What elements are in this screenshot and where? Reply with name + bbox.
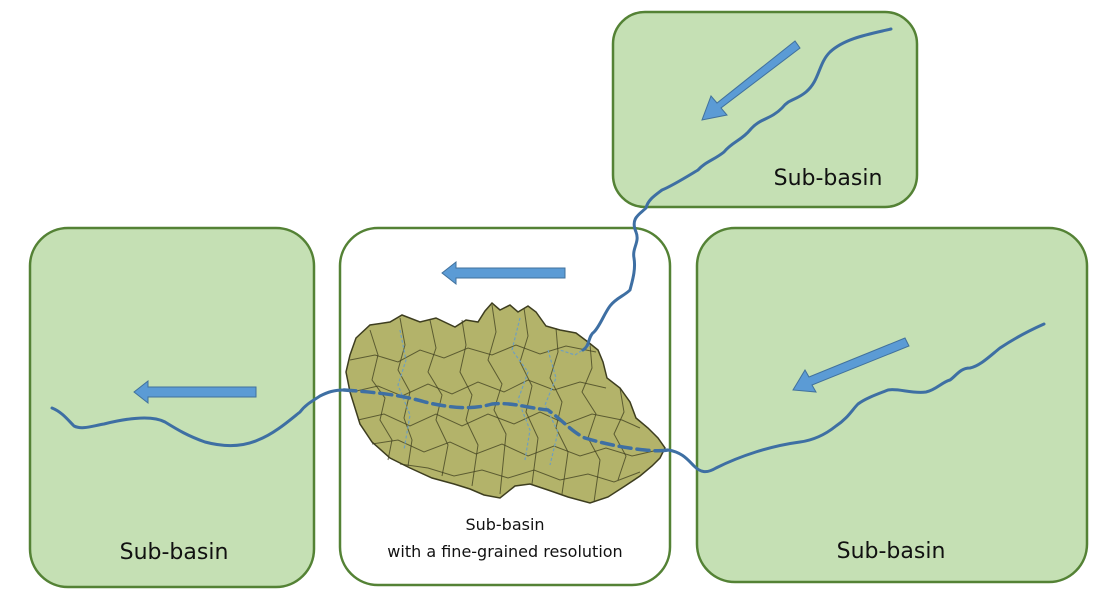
flow-arrow-icon [701,40,801,121]
sub-basin-center-label-line1: Sub-basin [465,515,544,534]
river-left [50,388,346,447]
sub-basin-center-label-line2: with a fine-grained resolution [387,542,622,561]
sub-basin-right-label: Sub-basin [837,539,946,564]
sub-basin-left-box [28,226,316,589]
flow-arrow-icon [792,337,910,393]
river-top [581,27,893,352]
river-right [666,322,1046,474]
sub-basin-top-box [611,10,919,209]
river-center-dashed [342,388,670,453]
flow-arrow-icon [133,379,257,405]
sub-basin-left-label: Sub-basin [120,540,229,565]
flow-arrow-icon [441,260,566,286]
sub-basin-top-label: Sub-basin [774,166,883,191]
sub-basin-right-box [695,226,1089,584]
